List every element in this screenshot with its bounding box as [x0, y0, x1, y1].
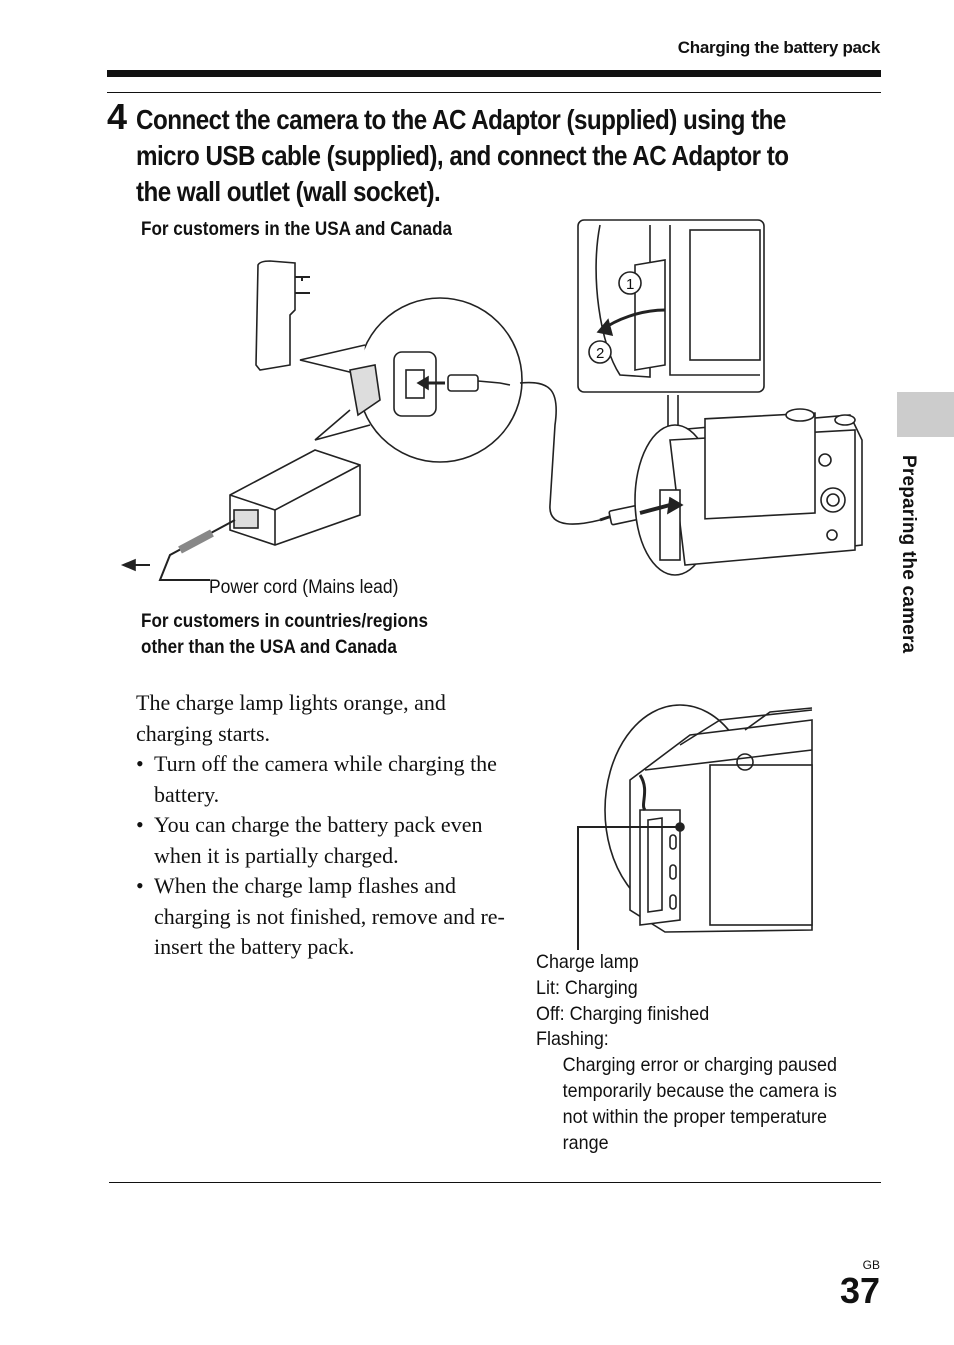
caption-other-line1: For customers in countries/regions — [141, 611, 428, 632]
marker-1: 1 — [626, 276, 634, 293]
list-item: When the charge lamp flashes and chargin… — [136, 871, 546, 963]
charge-lamp-legend: Charge lamp Lit: Charging Off: Charging … — [536, 950, 837, 1156]
flashing-desc-line: temporarily because the camera is — [562, 1079, 837, 1102]
callout-power-cord: Power cord (Mains lead) — [209, 577, 399, 598]
intro-line2: charging starts. — [136, 720, 271, 746]
section-side-label: Preparing the camera — [898, 455, 919, 654]
list-item: You can charge the battery pack even whe… — [136, 810, 546, 871]
charge-lamp-off: Off: Charging finished — [536, 1002, 710, 1025]
usb-cable — [519, 381, 601, 525]
charge-lamp-title: Charge lamp — [536, 951, 639, 973]
flashing-desc-line: not within the proper temperature — [562, 1105, 827, 1128]
flashing-desc-line: range — [562, 1131, 609, 1154]
charge-lamp-illustration — [577, 704, 813, 950]
magnifier-bubble — [357, 297, 523, 463]
header-rule-thin — [107, 92, 881, 93]
page-number: 37 — [839, 1270, 880, 1311]
list-item: Turn off the camera while charging the b… — [136, 749, 546, 810]
footer-rule — [109, 1182, 881, 1183]
ac-adaptor-box — [229, 449, 361, 546]
caption-usa-canada: For customers in the USA and Canada — [141, 219, 453, 240]
marker-2: 2 — [596, 345, 604, 362]
section-tab — [897, 392, 954, 437]
region-code: GB — [862, 1258, 880, 1272]
charge-lamp-flashing: Flashing: — [536, 1028, 609, 1051]
notes-list: Turn off the camera while charging the b… — [136, 749, 546, 963]
charge-lamp-lit: Lit: Charging — [536, 976, 638, 999]
header-rule-thick — [107, 70, 881, 77]
caption-other-line2: other than the USA and Canada — [141, 637, 397, 658]
charge-lamp-leader — [577, 826, 680, 950]
intro-line1: The charge lamp lights orange, and — [136, 690, 446, 715]
step-number: 4 — [107, 96, 128, 137]
caption-other-regions: For customers in countries/regions other… — [141, 609, 428, 661]
flashing-desc-line: Charging error or charging paused — [562, 1054, 837, 1077]
running-header: Charging the battery pack — [677, 38, 881, 57]
power-cord — [158, 519, 236, 581]
step-instruction: Connect the camera to the AC Adaptor (su… — [136, 104, 789, 207]
charging-connection-illustration: 1 2 — [120, 219, 863, 581]
body-text: The charge lamp lights orange, and charg… — [136, 688, 546, 963]
usa-ac-adaptor — [255, 260, 296, 371]
